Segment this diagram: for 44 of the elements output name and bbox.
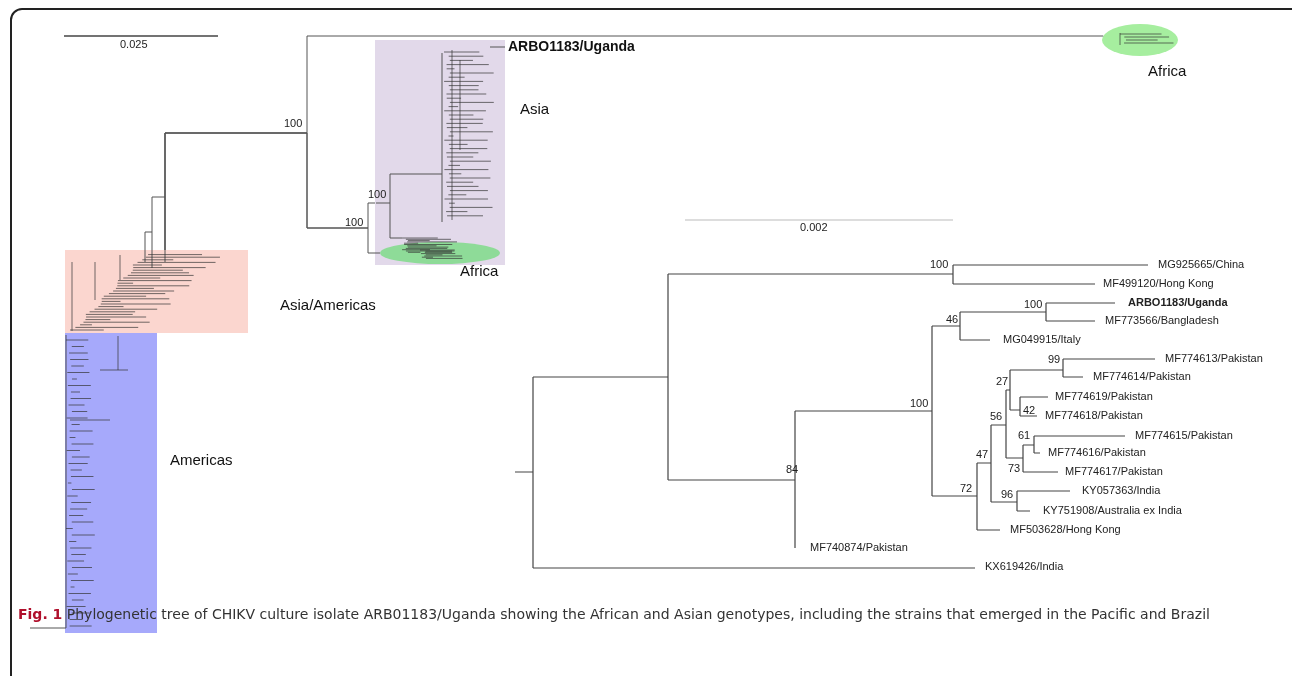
scale-label: 0.025 [120, 38, 148, 51]
taxon-label: MF774619/Pakistan [1055, 390, 1153, 403]
tree-branch [164, 35, 1104, 251]
taxon-label: MF773566/Bangladesh [1105, 314, 1219, 327]
taxon-label: MG049915/Italy [1003, 333, 1081, 346]
taxon-label: MF774613/Pakistan [1165, 352, 1263, 365]
taxon-label: MF774614/Pakistan [1093, 370, 1191, 383]
clade-label: Asia [520, 100, 550, 117]
bootstrap-value: 100 [284, 117, 303, 130]
bootstrap-value: 61 [1018, 429, 1031, 442]
taxon-label: MF740874/Pakistan [810, 541, 908, 554]
bootstrap-value: 100 [930, 258, 949, 271]
bootstrap-value: 46 [946, 313, 959, 326]
clade-label: Americas [170, 451, 233, 468]
bootstrap-value: 56 [990, 410, 1003, 423]
taxon-label: MF499120/Hong Kong [1103, 277, 1214, 290]
bootstrap-value: 27 [996, 375, 1009, 388]
bootstrap-value: 100 [368, 188, 387, 201]
taxon-label: ARBO1183/Uganda [508, 38, 635, 54]
bootstrap-value: 84 [786, 463, 799, 476]
clade-label: Africa [1148, 62, 1187, 79]
taxon-label: MF774615/Pakistan [1135, 429, 1233, 442]
bootstrap-value: 100 [910, 397, 929, 410]
taxon-label: MF774616/Pakistan [1048, 446, 1146, 459]
taxon-label: KY751908/Australia ex India [1043, 504, 1182, 517]
bootstrap-value: 47 [976, 448, 989, 461]
bootstrap-value: 99 [1048, 353, 1061, 366]
taxon-label: MF774617/Pakistan [1065, 465, 1163, 478]
taxon-label: ARBO1183/Uganda [1128, 296, 1228, 309]
bootstrap-value: 72 [960, 482, 973, 495]
bootstrap-value: 96 [1001, 488, 1014, 501]
scale-label: 0.002 [800, 221, 828, 234]
bootstrap-value: 100 [345, 216, 364, 229]
taxon-label: MF503628/Hong Kong [1010, 523, 1121, 536]
bootstrap-value: 100 [1024, 298, 1043, 311]
taxon-label: MF774618/Pakistan [1045, 409, 1143, 422]
clade-label: Africa [460, 262, 499, 279]
clade-label: Asia/Americas [280, 296, 376, 313]
taxon-label: KY057363/India [1082, 484, 1161, 497]
taxon-label: MG925665/China [1158, 258, 1245, 271]
figure-caption: Fig. 1 Phylogenetic tree of CHIKV culture isolate ARB01183/Uganda showing the African and Asian genotypes, including the strains that emerged in the Pacific and Brazil [18, 605, 1211, 624]
bootstrap-value: 73 [1008, 462, 1021, 475]
bootstrap-value: 42 [1023, 404, 1036, 417]
taxon-label: KX619426/India [985, 560, 1064, 573]
